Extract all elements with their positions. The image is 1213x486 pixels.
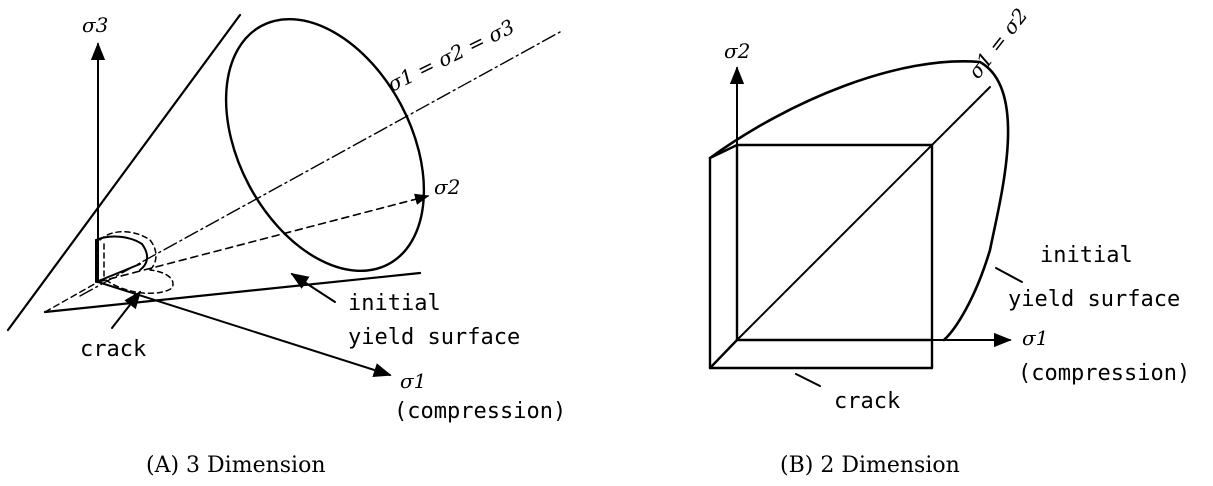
yield-surface-curve-2d xyxy=(708,60,1010,342)
surface-label-line2-3d: yield surface xyxy=(348,325,520,350)
cone-generator-lower xyxy=(43,271,422,314)
yield-surface-ellipse xyxy=(224,17,426,273)
sigma1-note-2d: (compression) xyxy=(1018,361,1190,386)
crack-label-2d: crack xyxy=(834,389,900,414)
cone-generator-upper xyxy=(6,13,242,332)
diagonal-label: σ1 = σ2 xyxy=(963,4,1033,84)
surface-label-line1-3d: initial xyxy=(348,291,441,316)
panel-b-2d: σ2 σ1 (compression) σ1 = σ2 crack initia… xyxy=(708,4,1190,478)
crack-pointer-2d xyxy=(795,373,821,387)
sigma1-note-3d: (compression) xyxy=(394,399,566,424)
panel-a-3d: σ3 σ2 σ1 (compression) σ1 = σ2 = σ3 crac… xyxy=(6,13,566,478)
surface-pointer-2d xyxy=(995,267,1023,283)
crack-pointer-3d xyxy=(111,290,142,329)
caption-a: (A) 3 Dimension xyxy=(146,453,326,478)
equibiaxial-line xyxy=(736,86,991,341)
surface-label-line2-2d: yield surface xyxy=(1008,287,1180,312)
crack-extension-corner xyxy=(708,338,739,370)
caption-b: (B) 2 Dimension xyxy=(780,453,960,478)
sigma1-label-3d: σ1 xyxy=(400,369,426,393)
hydrostatic-axis-label: σ1 = σ2 = σ3 xyxy=(384,14,519,96)
crack-region-3d xyxy=(95,231,174,294)
surface-label-line1-2d: initial xyxy=(1040,243,1133,268)
sigma2-label-3d: σ2 xyxy=(434,175,460,199)
crack-square xyxy=(735,143,934,342)
sigma1-label-2d: σ1 xyxy=(1022,326,1048,350)
sigma2-label-2d: σ2 xyxy=(724,39,750,63)
sigma2-axis-3d xyxy=(97,193,430,283)
hydrostatic-axis xyxy=(79,31,561,297)
cone-apex-line xyxy=(44,281,99,313)
crack-label-3d: crack xyxy=(80,337,146,362)
sigma1-axis-3d xyxy=(97,281,392,377)
sigma3-label: σ3 xyxy=(82,13,108,37)
surface-pointer-3d xyxy=(290,273,336,303)
